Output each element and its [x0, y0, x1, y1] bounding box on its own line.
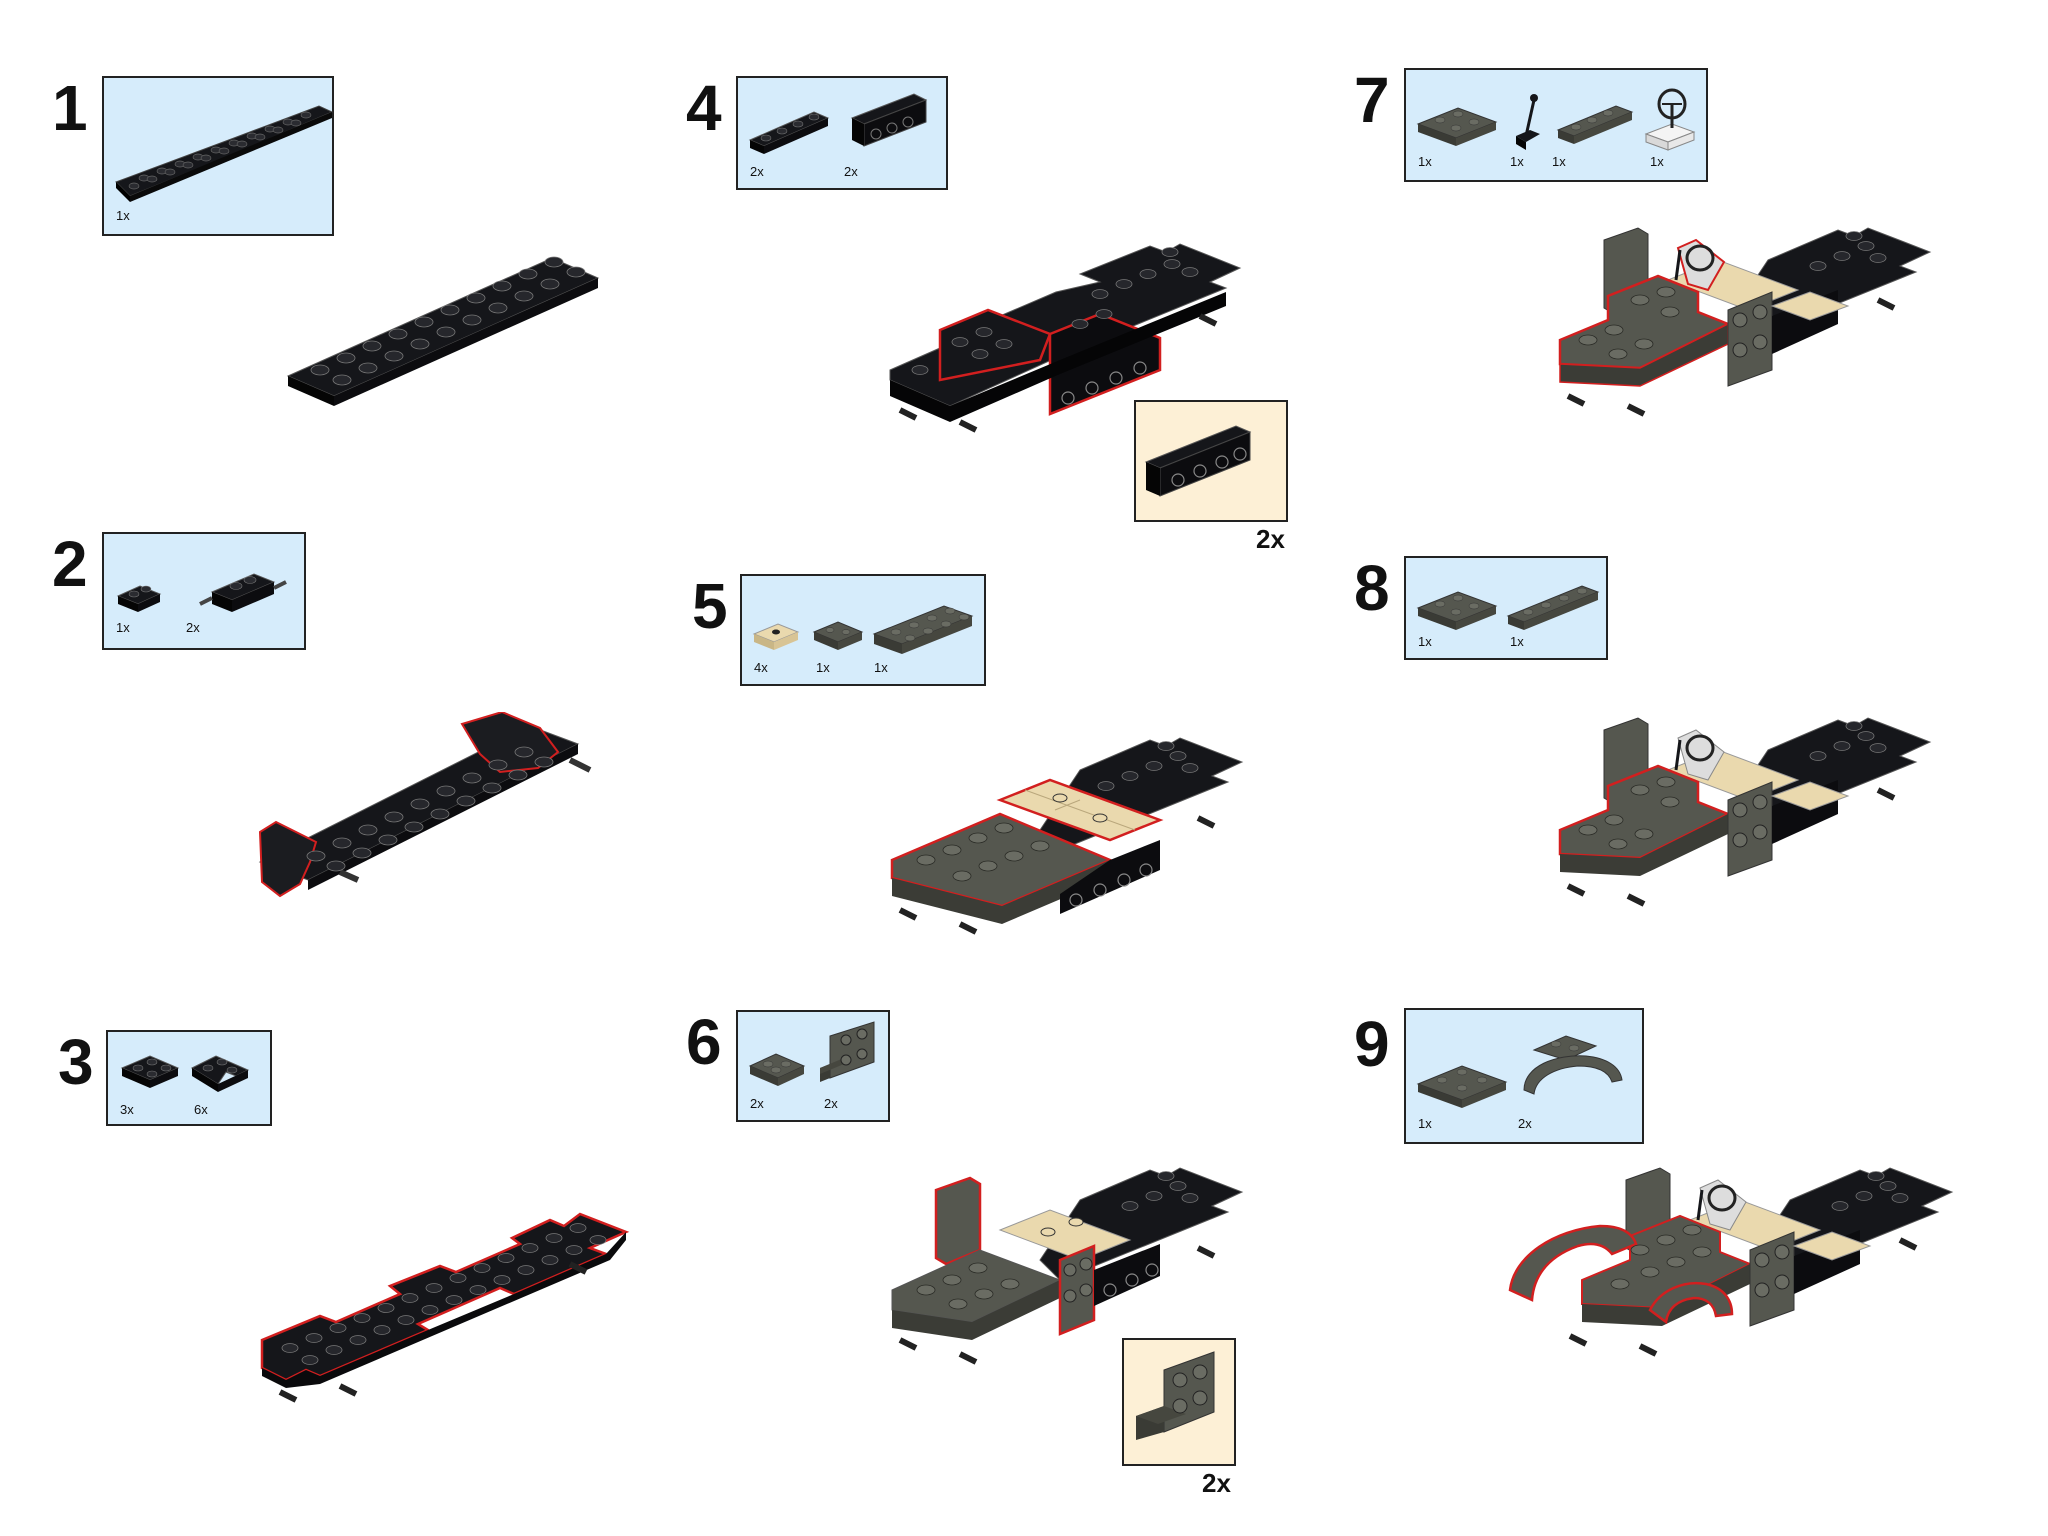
gray-plate-2x2-icon	[748, 1053, 806, 1086]
steering-wheel-icon	[1644, 88, 1696, 151]
parts-icons	[1416, 88, 1696, 151]
callout-qty: 2x	[1202, 1468, 1231, 1498]
part-qty: 3x	[120, 1102, 134, 1117]
step-number: 8	[1354, 552, 1390, 624]
gray-plate-2x3-icon	[1416, 107, 1498, 146]
step-3-assembly	[260, 1212, 630, 1403]
parts-icons	[748, 1021, 875, 1086]
step-number: 7	[1354, 64, 1390, 136]
part-qty: 1x	[1650, 154, 1664, 169]
step-number: 1	[52, 72, 88, 144]
step-5-assembly	[890, 737, 1244, 935]
parts-icons	[748, 93, 928, 154]
step-4-assembly	[889, 243, 1242, 433]
part-qty: 1x	[1418, 634, 1432, 649]
gray-bracket-2x2-icon	[1136, 1351, 1215, 1440]
part-qty: 2x	[824, 1096, 838, 1111]
step-number: 5	[692, 570, 728, 642]
step-7-assembly	[1558, 227, 1932, 417]
corner-plate-icon	[190, 1055, 250, 1092]
plate-1x4-icon	[748, 111, 830, 154]
part-qty: 1x	[1552, 154, 1566, 169]
part-qty: 2x	[186, 620, 200, 635]
step-number: 9	[1354, 1008, 1390, 1080]
parts-list: 1x 1x 1x 1x	[1404, 68, 1708, 182]
plate-2x10-icon	[115, 105, 334, 202]
bracket-1x4-icon	[1144, 425, 1252, 497]
part-qty: 2x	[750, 1096, 764, 1111]
bracket-1x4-icon	[850, 93, 928, 147]
parts-icons	[116, 573, 287, 612]
part-qty: 2x	[750, 164, 764, 179]
wheel-holder-icon	[199, 573, 287, 612]
part-qty: 1x	[1418, 154, 1432, 169]
part-qty: 1x	[1510, 634, 1524, 649]
gray-plate-1x4-icon	[1506, 585, 1600, 630]
callout-qty: 2x	[1256, 524, 1285, 554]
part-qty: 2x	[1518, 1116, 1532, 1131]
gray-plate-2x4-icon	[872, 605, 974, 654]
part-qty: 1x	[116, 208, 130, 223]
step-8-assembly	[1558, 717, 1932, 907]
sub-assembly-callout	[1122, 1338, 1236, 1466]
part-qty: 1x	[116, 620, 130, 635]
parts-icons	[120, 1055, 250, 1092]
parts-list: 1x 1x	[1404, 556, 1608, 660]
part-qty: 1x	[1510, 154, 1524, 169]
step-6-assembly	[891, 1167, 1244, 1365]
parts-icons	[752, 605, 974, 654]
part-qty: 4x	[754, 660, 768, 675]
gray-bracket-2x2-icon	[820, 1021, 875, 1082]
part-qty: 1x	[874, 660, 888, 675]
parts-list: 1x 2x	[1404, 1008, 1644, 1144]
step-9-assembly	[1508, 1167, 1954, 1357]
part-qty: 1x	[1418, 1116, 1432, 1131]
step-number: 4	[686, 72, 722, 144]
part-qty: 6x	[194, 1102, 208, 1117]
step-number: 2	[52, 528, 88, 600]
sub-assembly-callout	[1134, 400, 1288, 522]
part-qty: 1x	[816, 660, 830, 675]
plate-2x3-icon	[120, 1055, 180, 1088]
gray-plate-1x4-icon	[1556, 105, 1634, 144]
parts-list: 2x 2x	[736, 1010, 890, 1122]
parts-list: 1x 2x	[102, 532, 306, 650]
parts-icons	[1416, 585, 1600, 630]
step-2-assembly	[258, 712, 592, 898]
parts-icons	[1416, 1035, 1623, 1108]
jumper-plate-icon	[752, 623, 800, 650]
gray-plate-2x3-icon	[1416, 591, 1498, 630]
gray-plate-2x3-icon	[1416, 1065, 1508, 1108]
parts-list: 3x 6x	[106, 1030, 272, 1126]
parts-list: 4x 1x 1x	[740, 574, 986, 686]
step-number: 6	[686, 1006, 722, 1078]
mudguard-icon	[1523, 1035, 1623, 1095]
parts-list: 1x	[102, 76, 334, 236]
gray-plate-2x2-icon	[812, 621, 864, 650]
plate-with-clips-icon	[116, 585, 162, 612]
lever-icon	[1516, 94, 1540, 150]
step-number: 3	[58, 1026, 94, 1098]
parts-list: 2x 2x	[736, 76, 948, 190]
part-qty: 2x	[844, 164, 858, 179]
step-1-assembly	[286, 256, 600, 406]
